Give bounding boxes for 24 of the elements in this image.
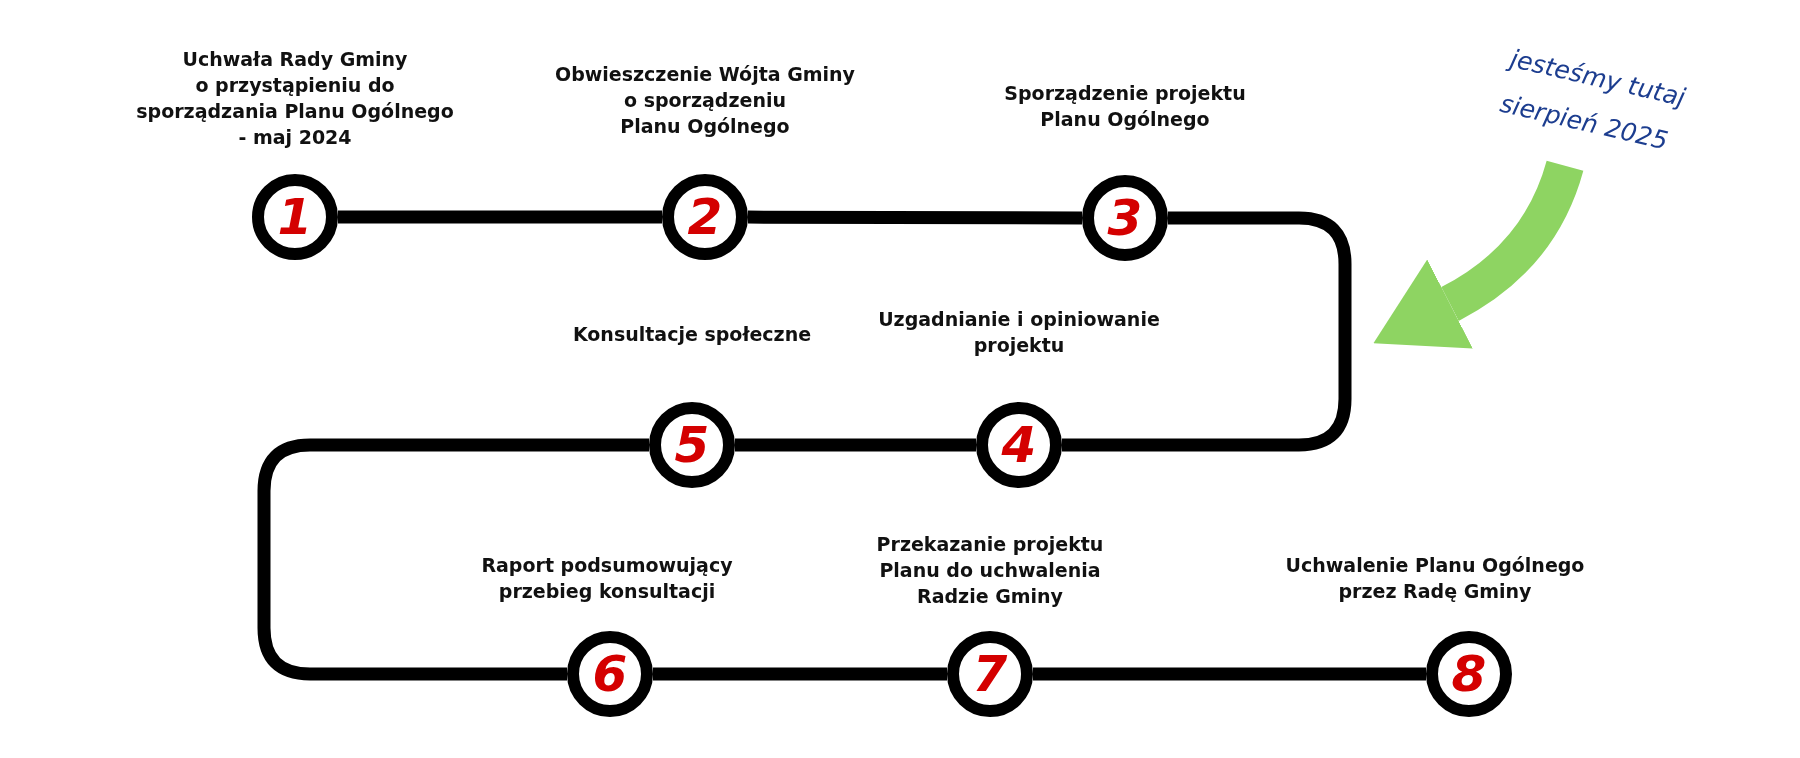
step-label: Raport podsumowujący przebieg konsultacji: [481, 553, 733, 604]
route-line: [257, 438, 649, 681]
step-label: Uchwalenie Planu Ogólnego przez Radę Gminy: [1285, 553, 1585, 604]
step-label: Przekazanie projektu Planu do uchwalenia Radzie Gminy: [876, 532, 1104, 609]
step-number: 8: [1451, 649, 1487, 699]
step-label: Konsultacje społeczne: [572, 322, 812, 347]
route-line: [1062, 211, 1352, 452]
step-number: 6: [592, 649, 628, 699]
step-number: 7: [972, 649, 1008, 699]
route-line: [735, 438, 976, 452]
pointer-arrow: [1374, 160, 1584, 346]
step-number: 5: [674, 420, 710, 470]
step-number: 3: [1107, 193, 1143, 243]
route-line: [748, 210, 1082, 225]
step-label: Uchwała Rady Gminy o przystąpieniu do sporządzania Planu Ogólnego - maj 2024: [136, 47, 454, 150]
route-line: [1033, 667, 1426, 681]
step-label: Obwieszczenie Wójta Gminy o sporządzeniu Planu Ogólnego: [555, 62, 855, 139]
route-line: [338, 210, 662, 224]
step-number: 1: [277, 192, 313, 242]
step-label: Uzgadnianie i opiniowanie projektu: [878, 307, 1160, 358]
route-line: [653, 667, 947, 681]
step-number: 2: [687, 192, 723, 242]
step-number: 4: [1001, 420, 1037, 470]
step-label: Sporządzenie projektu Planu Ogólnego: [1004, 81, 1246, 132]
